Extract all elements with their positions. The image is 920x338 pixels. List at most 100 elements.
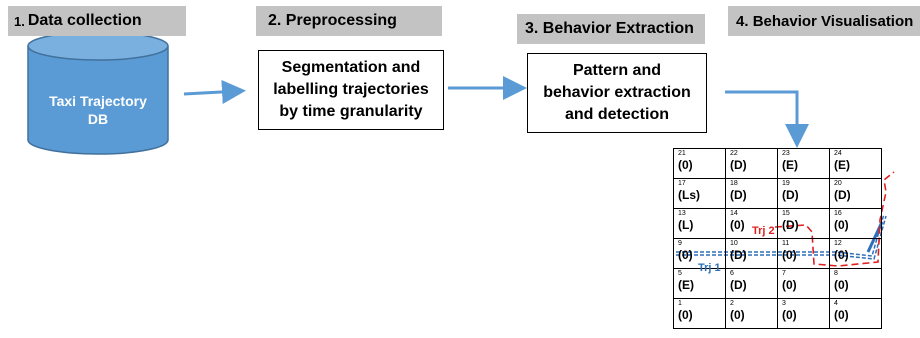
grid-cell: 4(0) <box>829 298 882 329</box>
grid-cell-id: 13 <box>678 210 686 217</box>
grid-cell: 18(D) <box>725 178 778 209</box>
stage-1-title: Data collection <box>27 12 142 29</box>
grid-cell: 11(0) <box>777 238 830 269</box>
grid-cell-id: 12 <box>834 240 842 247</box>
grid-cell-id: 16 <box>834 210 842 217</box>
grid-cell-id: 3 <box>782 300 786 307</box>
grid-cell-id: 15 <box>782 210 790 217</box>
grid-cell: 20(D) <box>829 178 882 209</box>
arrow-3 <box>725 90 809 148</box>
grid-cell-label: (0) <box>782 248 797 262</box>
grid-cell-id: 21 <box>678 150 686 157</box>
grid-cell: 6(D) <box>725 268 778 299</box>
grid-cell-id: 8 <box>834 270 838 277</box>
trajectory-2-label: Trj 2 <box>752 225 775 237</box>
grid-cell-id: 20 <box>834 180 842 187</box>
grid-cell-label: (0) <box>678 308 693 322</box>
behavior-grid: 21(0)22(D)23(E)24(E)17(Ls)18(D)19(D)20(D… <box>673 148 882 329</box>
stage-1-number: 1. <box>14 13 25 29</box>
stage-4-header: 4. Behavior Visualisation <box>728 6 920 36</box>
extraction-box: Pattern and behavior extraction and dete… <box>527 53 707 133</box>
grid-cell: 3(0) <box>777 298 830 329</box>
grid-cell-id: 6 <box>730 270 734 277</box>
grid-cell: 8(0) <box>829 268 882 299</box>
grid-cell: 5(E) <box>673 268 726 299</box>
grid-cell-id: 18 <box>730 180 738 187</box>
grid-cell: 21(0) <box>673 148 726 179</box>
grid-cell-label: (0) <box>730 218 745 232</box>
grid-cell-id: 17 <box>678 180 686 187</box>
grid-cell: 17(Ls) <box>673 178 726 209</box>
grid-cell: 22(D) <box>725 148 778 179</box>
grid-cell: 1(0) <box>673 298 726 329</box>
grid-cell: 2(0) <box>725 298 778 329</box>
grid-cell-id: 24 <box>834 150 842 157</box>
grid-row: 1(0)2(0)3(0)4(0) <box>673 298 882 329</box>
grid-cell-id: 10 <box>730 240 738 247</box>
grid-cell-label: (0) <box>834 308 849 322</box>
grid-cell: 12(0) <box>829 238 882 269</box>
grid-cell-id: 2 <box>730 300 734 307</box>
grid-cell: 19(D) <box>777 178 830 209</box>
grid-cell-label: (0) <box>678 158 693 172</box>
grid-row: 13(L)14(0)15(D)16(0) <box>673 208 882 239</box>
grid-cell-label: (0) <box>834 218 849 232</box>
grid-cell-id: 14 <box>730 210 738 217</box>
extraction-line-3: and detection <box>564 106 669 123</box>
stage-4-title: Behavior Visualisation <box>752 12 914 30</box>
grid-cell: 13(L) <box>673 208 726 239</box>
stage-4-number: 4. <box>736 12 749 30</box>
stage-3-title: Behavior Extraction <box>542 20 694 37</box>
trajectory-1-label: Trj 1 <box>698 262 721 274</box>
grid-cell: 7(0) <box>777 268 830 299</box>
arrow-1 <box>183 79 246 104</box>
database-label-line-1: Taxi Trajectory <box>49 93 147 109</box>
preprocessing-line-3: by time granularity <box>279 103 423 120</box>
grid-cell-label: (Ls) <box>678 188 700 202</box>
stage-2-title: Preprocessing <box>285 12 397 29</box>
grid-cell-label: (D) <box>782 188 799 202</box>
grid-cell-id: 9 <box>678 240 682 247</box>
stage-1-header: 1. Data collection <box>8 6 186 36</box>
extraction-line-2: behavior extraction <box>543 84 691 101</box>
grid-cell-label: (0) <box>782 308 797 322</box>
grid-cell: 15(D) <box>777 208 830 239</box>
grid-cell-label: (D) <box>730 248 747 262</box>
grid-cell-id: 7 <box>782 270 786 277</box>
grid-cell-label: (D) <box>834 188 851 202</box>
grid-cell-label: (D) <box>782 218 799 232</box>
grid-cell-label: (0) <box>730 308 745 322</box>
grid-cell: 23(E) <box>777 148 830 179</box>
grid-cell: 10(D) <box>725 238 778 269</box>
grid-cell-label: (0) <box>834 248 849 262</box>
grid-cell-id: 11 <box>782 240 790 247</box>
stage-2-number: 2. <box>268 12 282 29</box>
grid-cell-id: 22 <box>730 150 738 157</box>
preprocessing-box: Segmentation and labelling trajectories … <box>258 50 444 130</box>
stage-3-header: 3. Behavior Extraction <box>517 14 705 44</box>
database-label: Taxi Trajectory DB <box>28 92 168 128</box>
grid-cell-id: 5 <box>678 270 682 277</box>
preprocessing-line-2: labelling trajectories <box>273 81 429 98</box>
grid-row: 17(Ls)18(D)19(D)20(D) <box>673 178 882 209</box>
grid-cell-id: 23 <box>782 150 790 157</box>
preprocessing-line-1: Segmentation and <box>281 59 421 76</box>
grid-cell-label: (E) <box>782 158 798 172</box>
extraction-line-1: Pattern and <box>572 62 661 79</box>
grid-cell-id: 19 <box>782 180 790 187</box>
grid-row: 21(0)22(D)23(E)24(E) <box>673 148 882 179</box>
grid-cell-label: (D) <box>730 188 747 202</box>
grid-cell-label: (0) <box>678 248 693 262</box>
stage-2-header: 2. Preprocessing <box>256 6 442 36</box>
stage-3-number: 3. <box>525 20 539 37</box>
grid-cell: 16(0) <box>829 208 882 239</box>
grid-cell-label: (L) <box>678 218 694 232</box>
grid-cell-id: 4 <box>834 300 838 307</box>
grid-cell-label: (D) <box>730 158 747 172</box>
database-label-line-2: DB <box>87 111 109 127</box>
grid-cell: 24(E) <box>829 148 882 179</box>
grid-cell-id: 1 <box>678 300 682 307</box>
grid-cell-label: (0) <box>834 278 849 292</box>
grid-cell: 9(0) <box>673 238 726 269</box>
